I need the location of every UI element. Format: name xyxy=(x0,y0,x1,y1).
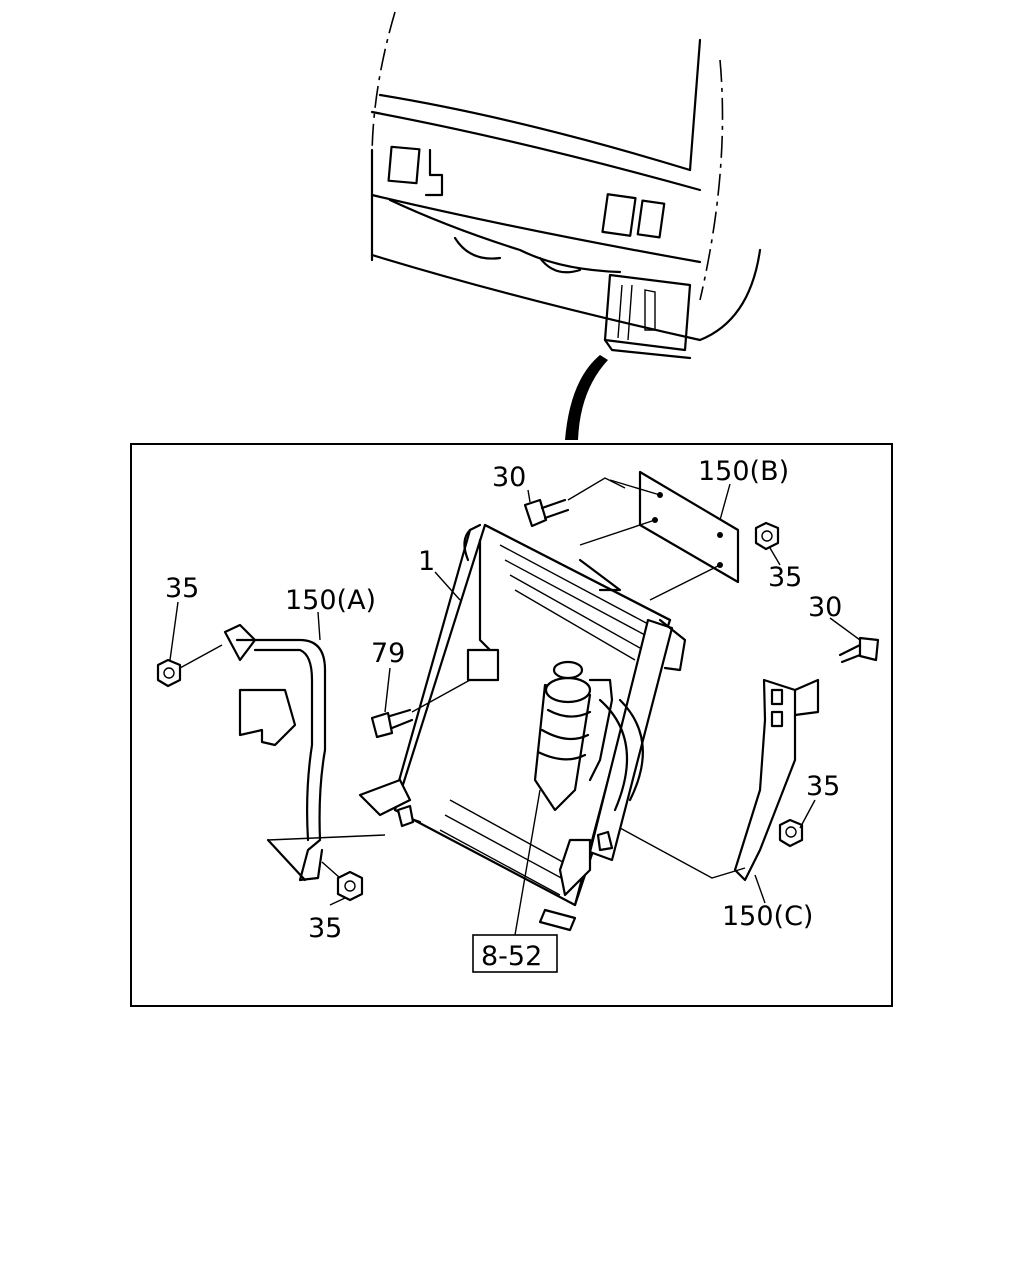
bolt-lower-left xyxy=(396,804,422,828)
bolt-30-top xyxy=(523,477,626,528)
nut-35-topleft xyxy=(156,644,223,688)
vehicle-front-view xyxy=(370,11,762,440)
bolt-lower-right xyxy=(596,830,614,852)
callout-30-right: 30 xyxy=(808,592,842,623)
callout-35-bottom: 35 xyxy=(308,913,342,944)
nut-35-right xyxy=(778,818,804,848)
callout-150b: 150(B) xyxy=(698,456,789,487)
callout-150c: 150(C) xyxy=(722,901,813,932)
callout-1: 1 xyxy=(418,546,435,577)
condenser-assembly xyxy=(358,523,687,932)
bolt-79 xyxy=(370,679,471,739)
leader-lines xyxy=(169,483,861,936)
bracket-150a xyxy=(223,623,386,882)
bracket-150b xyxy=(579,470,740,601)
bracket-150c xyxy=(619,678,820,882)
callout-35-topright: 35 xyxy=(768,562,802,593)
callout-79: 79 xyxy=(371,638,405,669)
reference-box-label: 8-52 xyxy=(481,941,542,972)
callout-30-top: 30 xyxy=(492,462,526,493)
callout-35-right: 35 xyxy=(806,771,840,802)
nut-35-bottom xyxy=(321,861,364,902)
receiver-dryer xyxy=(533,660,614,812)
detail-frame xyxy=(130,443,893,1007)
callout-150a: 150(A) xyxy=(285,585,376,616)
nut-35-topright xyxy=(754,521,780,551)
callout-35-topleft: 35 xyxy=(165,573,199,604)
bolt-30-right xyxy=(838,636,880,664)
reference-box xyxy=(472,934,558,973)
